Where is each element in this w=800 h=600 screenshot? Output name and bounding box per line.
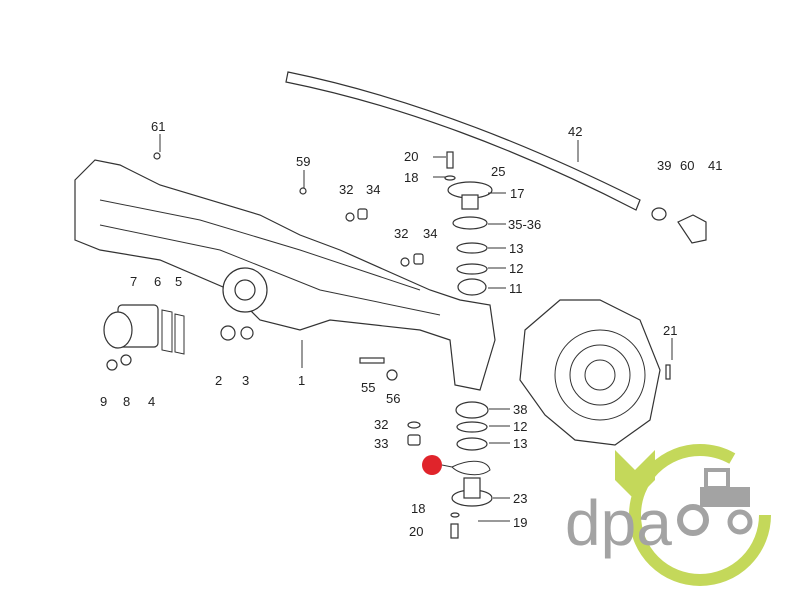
callout: 32 [339, 182, 353, 197]
callout: 13 [509, 241, 523, 256]
callout: 5 [175, 274, 182, 289]
callout: 7 [130, 274, 137, 289]
callout: 41 [708, 158, 722, 173]
callout: 39 [657, 158, 671, 173]
callout: 32 [374, 417, 388, 432]
callout: 11 [509, 281, 523, 296]
callout: 1 [298, 373, 305, 388]
dpa-logo: dpa [565, 444, 771, 586]
callout: 8 [123, 394, 130, 409]
callout: 60 [680, 158, 694, 173]
callout: 12 [509, 261, 523, 276]
callout: 4 [148, 394, 155, 409]
callout: 38 [513, 402, 527, 417]
callout: 17 [510, 186, 524, 201]
callout: 18 [404, 170, 418, 185]
callout: 9 [100, 394, 107, 409]
logo-text: dpa [565, 487, 672, 559]
callout: 56 [386, 391, 400, 406]
callout: 12 [513, 419, 527, 434]
callout: 33 [374, 436, 388, 451]
callout: 34 [423, 226, 437, 241]
callout: 13 [513, 436, 527, 451]
callout: 6 [154, 274, 161, 289]
callout-labels: 61 59 32 34 20 18 25 17 35-36 42 39 60 4… [100, 119, 722, 539]
highlighted-part-marker[interactable] [422, 455, 442, 475]
leader-lines [159, 134, 673, 522]
callout: 20 [409, 524, 423, 539]
callout: 19 [513, 515, 527, 530]
callout: 23 [513, 491, 527, 506]
callout: 61 [151, 119, 165, 134]
callout: 34 [366, 182, 380, 197]
callout: 2 [215, 373, 222, 388]
callout: 20 [404, 149, 418, 164]
callout: 59 [296, 154, 310, 169]
callout: 55 [361, 380, 375, 395]
callout: 3 [242, 373, 249, 388]
hub-carrier [519, 299, 661, 446]
callout: 21 [663, 323, 677, 338]
callout: 18 [411, 501, 425, 516]
callout: 42 [568, 124, 582, 139]
callout: 32 [394, 226, 408, 241]
tie-rod [285, 71, 641, 211]
callout: 35-36 [508, 217, 541, 232]
axle-housing [74, 159, 496, 391]
callout: 25 [491, 164, 505, 179]
